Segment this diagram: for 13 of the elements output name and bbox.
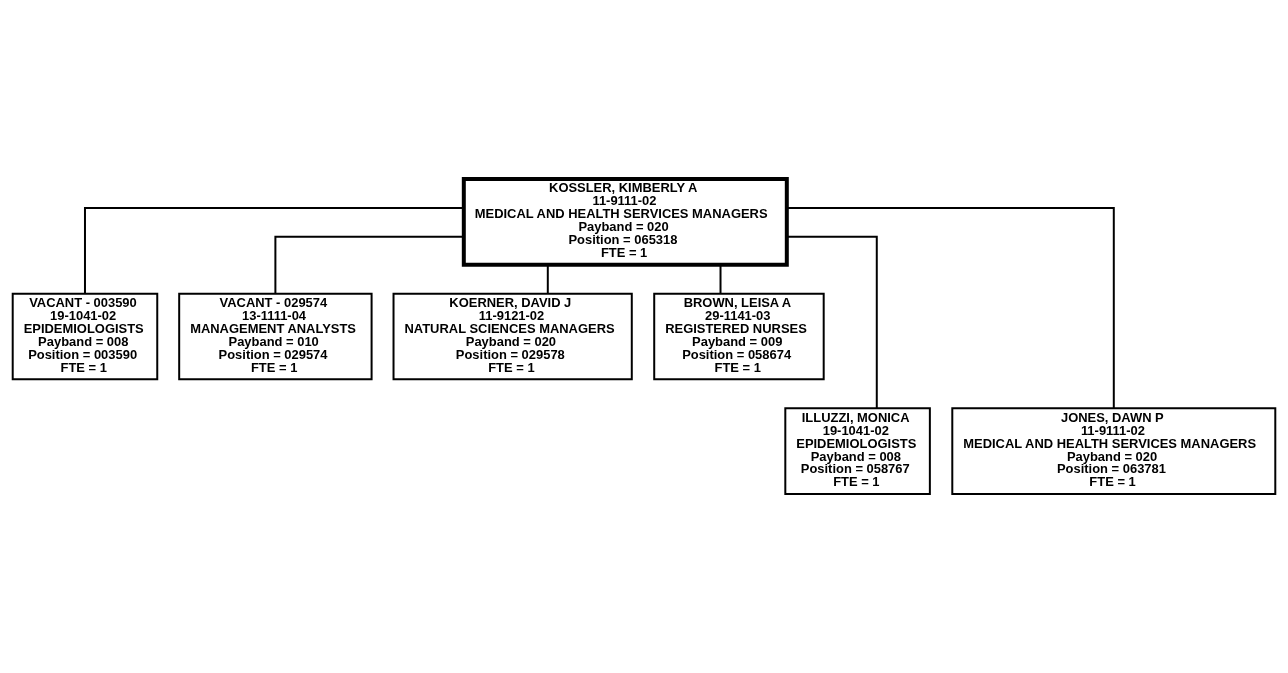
node-box: ILLUZZI, MONICA 19-1041-02 EPIDEMIOLOGISTS Payband = 008 Position = 058767 FTE = 1	[784, 407, 931, 495]
connector	[786, 235, 878, 410]
node-box: JONES, DAWN P 11-9111-02 MEDICAL AND HEALTH SERVICES MANAGERS Payband = 020 Position = 063781 FTE = 1	[951, 407, 1277, 495]
connector	[84, 206, 465, 295]
connector	[274, 235, 465, 295]
node-box: VACANT - 029574 13-1111-04 MANAGEMENT ANALYSTS Payband = 010 Position = 029574 FTE = 1	[178, 292, 373, 381]
node-box: VACANT - 003590 19-1041-02 EPIDEMIOLOGISTS Payband = 008 Position = 003590 FTE = 1	[11, 292, 159, 381]
connector	[719, 263, 722, 295]
connector	[785, 206, 1115, 410]
node-box: KOSSLER, KIMBERLY A 11-9111-02 MEDICAL AND HEALTH SERVICES MANAGERS Payband = 020 Position = 065318 FTE = 1	[461, 177, 789, 267]
connector	[546, 263, 549, 295]
node-box: KOERNER, DAVID J 11-9121-02 NATURAL SCIENCES MANAGERS Payband = 020 Position = 029578 FTE = 1	[392, 292, 633, 381]
node-box: BROWN, LEISA A 29-1141-03 REGISTERED NURSES Payband = 009 Position = 058674 FTE = 1	[653, 292, 825, 381]
